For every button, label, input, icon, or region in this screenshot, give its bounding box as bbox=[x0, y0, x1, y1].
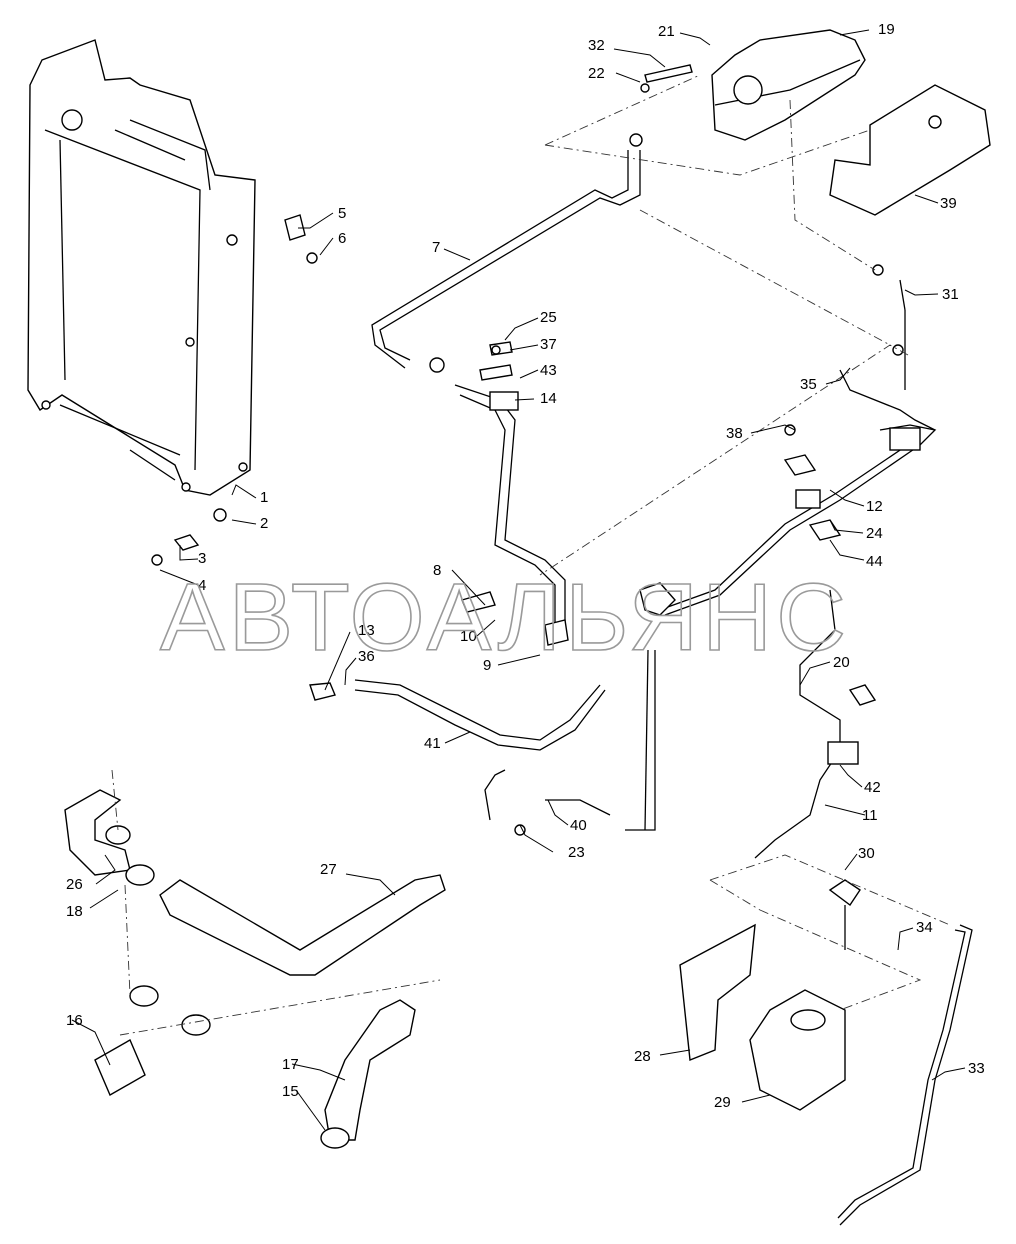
callout-36: 36 bbox=[358, 648, 375, 665]
callout-38: 38 bbox=[726, 425, 743, 442]
callout-2: 2 bbox=[260, 515, 268, 532]
hose-20 bbox=[799, 589, 841, 745]
hose-16 bbox=[94, 1039, 146, 1096]
callout-31: 31 bbox=[942, 286, 959, 303]
callout-41: 41 bbox=[424, 735, 441, 752]
reservoir bbox=[679, 879, 861, 1111]
callout-37: 37 bbox=[540, 336, 557, 353]
callout-15: 15 bbox=[282, 1083, 299, 1100]
tank-bracket bbox=[829, 84, 991, 216]
callout-26: 26 bbox=[66, 876, 83, 893]
expansion-tank bbox=[711, 29, 866, 141]
callout-24: 24 bbox=[866, 525, 883, 542]
callout-12: 12 bbox=[866, 498, 883, 515]
callout-33: 33 bbox=[968, 1060, 985, 1077]
callout-39: 39 bbox=[940, 195, 957, 212]
hose-33 bbox=[839, 924, 973, 1226]
radiator bbox=[27, 39, 256, 496]
hose-17 bbox=[324, 999, 416, 1141]
callout-22: 22 bbox=[588, 65, 605, 82]
callout-35: 35 bbox=[800, 376, 817, 393]
callout-44: 44 bbox=[866, 553, 883, 570]
pipe-35 bbox=[839, 369, 936, 431]
callout-21: 21 bbox=[658, 23, 675, 40]
callout-30: 30 bbox=[858, 845, 875, 862]
watermark-text: АВТОАЛЬЯНС bbox=[160, 564, 850, 671]
hose-26 bbox=[64, 789, 131, 876]
callout-40: 40 bbox=[570, 817, 587, 834]
callout-43: 43 bbox=[540, 362, 557, 379]
callout-34: 34 bbox=[916, 919, 933, 936]
callout-6: 6 bbox=[338, 230, 346, 247]
callout-13: 13 bbox=[358, 622, 375, 639]
pipe-27 bbox=[159, 874, 446, 976]
callout-17: 17 bbox=[282, 1056, 299, 1073]
callout-18: 18 bbox=[66, 903, 83, 920]
callout-14: 14 bbox=[540, 390, 557, 407]
callout-11: 11 bbox=[862, 807, 878, 824]
callout-5: 5 bbox=[338, 205, 346, 222]
callout-8: 8 bbox=[433, 562, 441, 579]
callout-27: 27 bbox=[320, 861, 337, 878]
callout-28: 28 bbox=[634, 1048, 651, 1065]
pipe-12 bbox=[664, 424, 937, 616]
callout-9: 9 bbox=[483, 657, 491, 674]
callout-23: 23 bbox=[568, 844, 585, 861]
callout-3: 3 bbox=[198, 550, 206, 567]
callout-4: 4 bbox=[198, 577, 206, 594]
callout-19: 19 bbox=[878, 21, 895, 38]
callout-7: 7 bbox=[432, 239, 440, 256]
callout-1: 1 bbox=[260, 489, 268, 506]
callout-42: 42 bbox=[864, 779, 881, 796]
hose-41 bbox=[354, 679, 601, 741]
callout-25: 25 bbox=[540, 309, 557, 326]
callout-29: 29 bbox=[714, 1094, 731, 1111]
hose-7 bbox=[379, 150, 641, 361]
callout-10: 10 bbox=[460, 628, 477, 645]
callout-32: 32 bbox=[588, 37, 605, 54]
callout-16: 16 bbox=[66, 1012, 83, 1029]
callout-20: 20 bbox=[833, 654, 850, 671]
hose-11 bbox=[754, 749, 841, 859]
hose-40 bbox=[484, 769, 506, 821]
